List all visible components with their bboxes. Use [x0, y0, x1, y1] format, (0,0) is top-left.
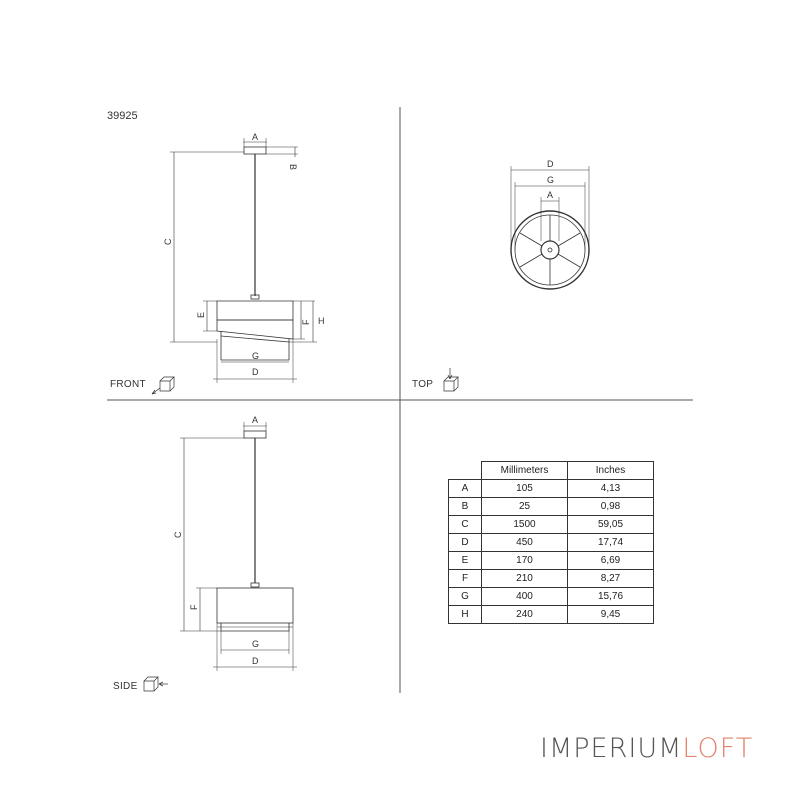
table-cell: C	[448, 515, 482, 534]
side-view-label: SIDE	[113, 681, 138, 692]
table-cell: B	[448, 497, 482, 516]
table-header-row: Millimeters Inches	[448, 461, 654, 480]
table-header-cell: Millimeters	[481, 461, 568, 480]
table-cell: 0,98	[567, 497, 654, 516]
front-cable-clip	[250, 294, 260, 300]
table-cell: 210	[481, 569, 568, 588]
table-header-cell: Inches	[567, 461, 654, 480]
side-dim-g-label: G	[252, 639, 259, 649]
side-shade	[216, 587, 294, 624]
top-view	[510, 166, 590, 290]
table-cell: 6,69	[567, 551, 654, 570]
front-shade-outer	[216, 300, 294, 321]
front-dim-h-label: H	[318, 316, 325, 326]
table-cell: E	[448, 551, 482, 570]
front-dim-b-label: B	[288, 164, 298, 170]
table-cell: 400	[481, 587, 568, 606]
top-canopy	[540, 240, 560, 260]
brand-logo: IMPERIUMLOFT	[540, 733, 753, 764]
front-dim-e-label: E	[196, 312, 206, 318]
top-dim-g-label: G	[547, 175, 554, 185]
quadrant-dividers	[107, 107, 693, 693]
table-cell: G	[448, 587, 482, 606]
front-shade-slant	[216, 319, 294, 340]
table-cell: 1500	[481, 515, 568, 534]
brand-name-part2: LOFT	[682, 733, 754, 764]
table-cell: F	[448, 569, 482, 588]
top-view-cube-icon	[443, 368, 459, 392]
table-cell: 15,76	[567, 587, 654, 606]
top-dim-a-label: A	[547, 190, 553, 200]
table-cell: 105	[481, 479, 568, 498]
front-canopy	[243, 146, 267, 155]
side-canopy	[243, 430, 267, 439]
table-header-cell	[448, 461, 482, 480]
table-cell: 9,45	[567, 605, 654, 624]
table-cell: H	[448, 605, 482, 624]
brand-name-part1: IMPERIUM	[540, 733, 683, 764]
model-number: 39925	[107, 110, 138, 122]
side-cable-clip	[250, 582, 260, 588]
table-cell: D	[448, 533, 482, 552]
top-dim-d-label: D	[547, 159, 554, 169]
table-cell: 450	[481, 533, 568, 552]
table-cell: 170	[481, 551, 568, 570]
side-dim-a-label: A	[252, 415, 258, 425]
front-view-cube-icon	[151, 376, 175, 395]
front-dim-g-label: G	[252, 351, 259, 361]
front-dim-d-label: D	[252, 367, 259, 377]
front-dim-c-label: C	[163, 238, 173, 245]
table-cell: 25	[481, 497, 568, 516]
front-diffuser-line	[220, 335, 290, 343]
table-cell: 17,74	[567, 533, 654, 552]
front-dim-f-label: F	[301, 319, 311, 325]
front-diffuser	[220, 331, 290, 361]
table-cell: 240	[481, 605, 568, 624]
side-view-cube-icon	[143, 676, 168, 692]
top-canopy-center	[547, 247, 553, 253]
table-cell: 59,05	[567, 515, 654, 534]
table-cell: 4,13	[567, 479, 654, 498]
side-dim-c-label: C	[173, 531, 183, 538]
top-view-label: TOP	[412, 379, 433, 390]
side-dim-f-label: F	[189, 604, 199, 610]
front-view-label: FRONT	[110, 379, 146, 390]
side-view	[180, 422, 297, 671]
table-cell: A	[448, 479, 482, 498]
front-dim-a-label: A	[252, 132, 258, 142]
front-view	[170, 138, 317, 383]
table-cell: 8,27	[567, 569, 654, 588]
side-dim-d-label: D	[252, 656, 259, 666]
